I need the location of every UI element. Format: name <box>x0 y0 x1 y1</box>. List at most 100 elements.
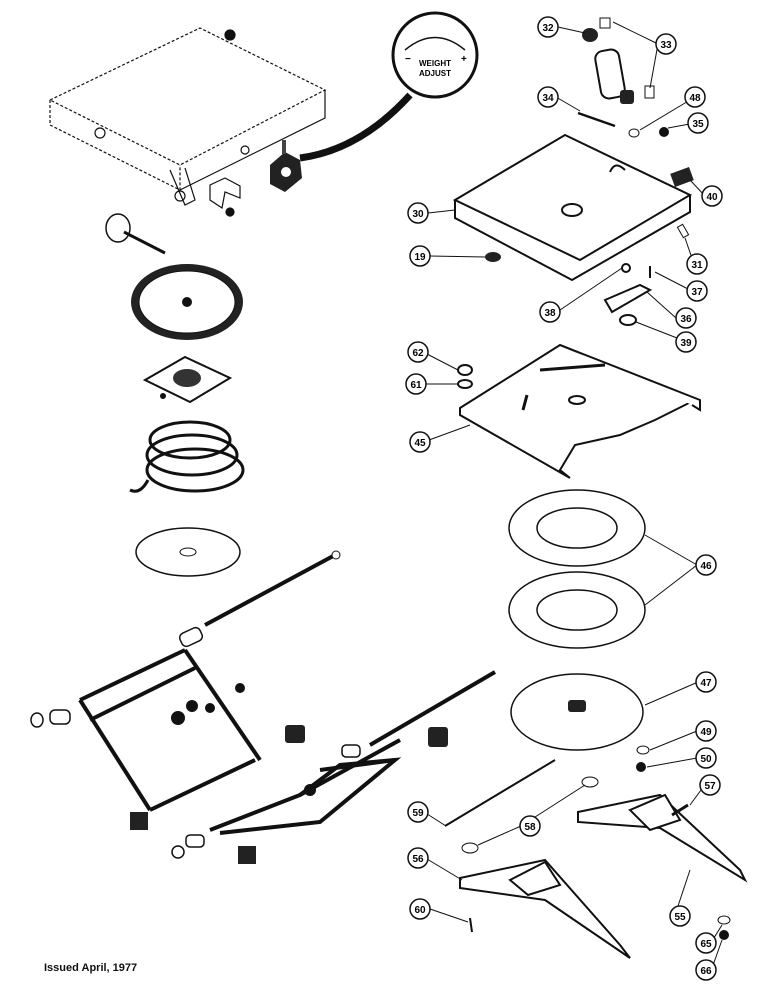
callout-61: 61 <box>405 373 427 395</box>
dial-label-line2: ADJUST <box>419 69 451 78</box>
svg-text:39: 39 <box>680 338 692 349</box>
svg-text:37: 37 <box>691 287 703 298</box>
washer-19 <box>485 252 501 262</box>
callout-48: 48 <box>684 86 706 108</box>
svg-text:55: 55 <box>674 912 686 923</box>
dial-minus: − <box>405 54 411 65</box>
svg-text:61: 61 <box>410 380 422 391</box>
shock-absorber <box>582 17 655 104</box>
callout-58: 58 <box>519 815 541 837</box>
issue-date: Issued April, 1977 <box>44 962 138 974</box>
svg-text:32: 32 <box>542 23 554 34</box>
callout-56: 56 <box>407 847 429 869</box>
svg-text:57: 57 <box>704 781 716 792</box>
scissor-frame-left <box>78 648 262 812</box>
spring-57 <box>671 803 689 817</box>
nut-62-61 <box>457 364 473 389</box>
callout-55: 55 <box>669 905 691 927</box>
svg-text:45: 45 <box>414 438 426 449</box>
svg-text:19: 19 <box>414 252 426 263</box>
base-disc <box>510 673 644 751</box>
svg-text:50: 50 <box>700 754 712 765</box>
pin-34 <box>577 111 616 128</box>
scissor-frame-right <box>209 738 402 835</box>
callout-32: 32 <box>537 16 559 38</box>
pointer-arrow <box>299 92 413 162</box>
washer-39 <box>619 314 637 326</box>
callout-34: 34 <box>537 86 559 108</box>
svg-text:33: 33 <box>660 40 672 51</box>
callout-49: 49 <box>695 720 717 742</box>
svg-text:30: 30 <box>412 209 424 220</box>
long-rod <box>204 553 336 627</box>
svg-text:59: 59 <box>412 808 424 819</box>
callout-60: 60 <box>409 898 431 920</box>
nut-66 <box>719 930 729 940</box>
latch-36 <box>603 263 653 314</box>
nut-50 <box>636 762 646 772</box>
svg-text:56: 56 <box>412 854 424 865</box>
washer-65 <box>717 915 731 925</box>
callout-35: 35 <box>687 112 709 134</box>
callout-19: 19 <box>409 245 431 267</box>
svg-text:65: 65 <box>700 939 712 950</box>
cable-rod <box>444 759 556 827</box>
end-blocks <box>130 725 448 864</box>
callout-47: 47 <box>695 671 717 693</box>
svg-text:47: 47 <box>700 678 712 689</box>
weight-adjust-knob <box>270 140 302 192</box>
callout-36: 36 <box>675 307 697 329</box>
callout-45: 45 <box>409 431 431 453</box>
dial-label-line1: WEIGHT <box>419 59 451 68</box>
ring-upper <box>508 489 646 567</box>
seat-frame <box>48 27 327 206</box>
callout-62: 62 <box>407 341 429 363</box>
svg-text:31: 31 <box>691 260 703 271</box>
svg-text:38: 38 <box>544 308 556 319</box>
washer-49 <box>636 745 650 755</box>
seat-pan <box>452 133 693 282</box>
svg-text:34: 34 <box>542 93 554 104</box>
leader-lines <box>423 21 723 969</box>
mounting-plate <box>459 343 701 479</box>
callout-65: 65 <box>695 932 717 954</box>
svg-text:35: 35 <box>692 119 704 130</box>
bushings <box>30 626 204 728</box>
sprocket <box>131 264 243 340</box>
callout-40: 40 <box>701 185 723 207</box>
callout-50: 50 <box>695 747 717 769</box>
callout-57: 57 <box>699 774 721 796</box>
cap-58b <box>581 776 599 788</box>
spring <box>129 420 245 493</box>
svg-text:46: 46 <box>700 561 712 572</box>
pin-31 <box>676 223 690 239</box>
svg-text:36: 36 <box>680 314 692 325</box>
svg-text:48: 48 <box>689 93 701 104</box>
callout-38: 38 <box>539 301 561 323</box>
svg-text:49: 49 <box>700 727 712 738</box>
dial-plus: + <box>461 54 467 65</box>
svg-text:60: 60 <box>414 905 426 916</box>
callout-37: 37 <box>686 280 708 302</box>
callout-31: 31 <box>686 253 708 275</box>
second-rod <box>368 670 497 747</box>
callout-46: 46 <box>695 554 717 576</box>
svg-text:58: 58 <box>524 822 536 833</box>
nut-bolt <box>205 683 245 713</box>
weight-adjust-dial: − + WEIGHT ADJUST <box>391 11 479 99</box>
slide-rail-lower <box>459 858 631 959</box>
callout-59: 59 <box>407 801 429 823</box>
svg-text:66: 66 <box>700 966 712 977</box>
spindle <box>105 213 166 255</box>
bolt-60 <box>469 917 473 933</box>
callout-30: 30 <box>407 202 429 224</box>
svg-text:40: 40 <box>706 192 718 203</box>
small-bushings <box>171 744 361 859</box>
callout-66: 66 <box>695 959 717 981</box>
ring-lower <box>508 571 646 649</box>
svg-text:62: 62 <box>412 348 424 359</box>
cap-58a <box>461 842 479 854</box>
bracket <box>209 177 241 217</box>
callout-39: 39 <box>675 331 697 353</box>
